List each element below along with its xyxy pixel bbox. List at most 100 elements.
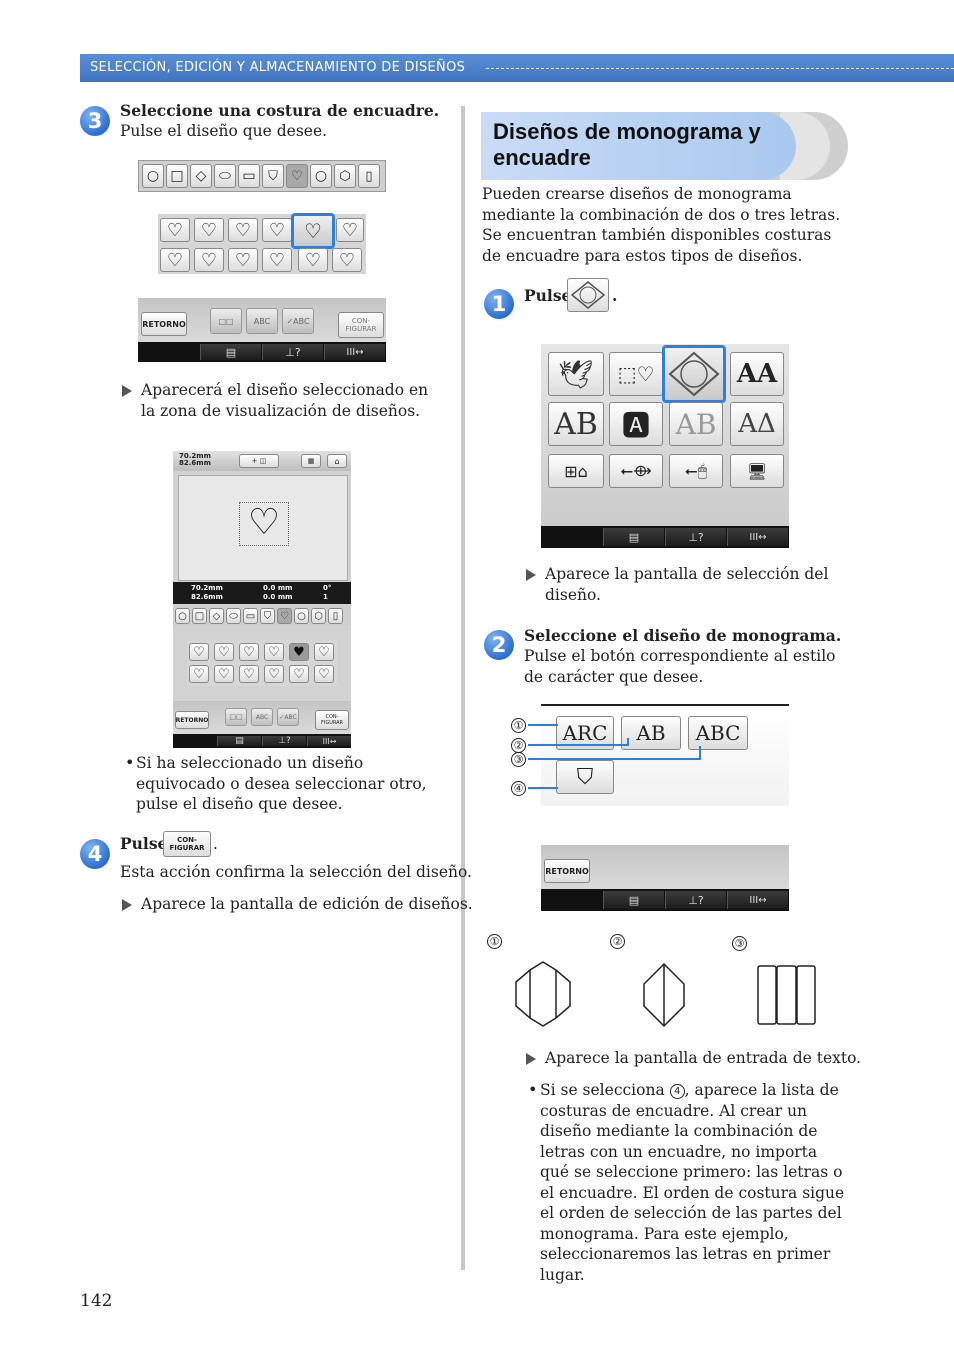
frame-style-4-button[interactable]: ⛉ [556, 760, 614, 794]
abc-button-small[interactable]: ABC [251, 708, 273, 726]
configurar-button-small[interactable]: CON- FIGURAR [315, 710, 349, 730]
heart-frame-7[interactable]: ♡ [160, 248, 190, 272]
thread-icon-small[interactable]: ⅠⅠⅠ↔ [307, 736, 351, 746]
abc-button[interactable]: ABC [246, 308, 278, 334]
view-button[interactable]: ▦ [301, 454, 321, 468]
tall-rect-shape-button[interactable]: ▯ [358, 164, 380, 188]
small-tallrect-button[interactable]: ▯ [328, 608, 343, 624]
document-icon-3[interactable]: ▤ [603, 528, 664, 546]
small-heart-7[interactable]: ♡ [189, 665, 209, 683]
heart-frame-9[interactable]: ♡ [228, 248, 258, 272]
home-icon[interactable]: ⌂ [327, 454, 347, 468]
diagram-label-2: ② [610, 934, 625, 949]
monogram-inline-button[interactable] [567, 278, 609, 312]
letters-aa-button[interactable]: AA [730, 352, 784, 396]
circle2-shape-button[interactable]: ○ [310, 164, 332, 188]
frame-design-button[interactable]: ⬚♡ [609, 352, 663, 396]
small-heart-5-selected[interactable]: ♥ [289, 643, 309, 661]
document-icon-small[interactable]: ▤ [217, 736, 261, 746]
small-heart-6[interactable]: ♡ [314, 643, 334, 661]
machine-memory-button[interactable]: ⊞⌂ [548, 454, 604, 488]
abc-check-small[interactable]: ✓ABC [277, 708, 299, 726]
callout-line-1 [528, 724, 558, 726]
help-icon-3[interactable]: ⊥? [665, 528, 726, 546]
small-heart-12[interactable]: ♡ [314, 665, 334, 683]
configurar-inline-button[interactable]: CON- FIGURAR [163, 831, 211, 857]
small-heart-1[interactable]: ♡ [189, 643, 209, 661]
heart-frame-3[interactable]: ♡ [228, 218, 258, 242]
design-canvas[interactable]: ♡ [178, 475, 348, 581]
help-icon-4[interactable]: ⊥? [665, 891, 726, 909]
small-heart-8[interactable]: ♡ [214, 665, 234, 683]
bullet-2-num: 4 [669, 1084, 685, 1099]
heart-shape-button[interactable]: ♡ [286, 164, 308, 188]
small-hexagon-button[interactable]: ⬡ [311, 608, 326, 624]
diamond-shape-button[interactable]: ◇ [190, 164, 212, 188]
heart-frame-1[interactable]: ♡ [160, 218, 190, 242]
heart-frame-11[interactable]: ♡ [298, 248, 328, 272]
retorno-button-3[interactable]: RETORNO [544, 859, 590, 883]
small-circle2-button[interactable]: ○ [294, 608, 309, 624]
monogram-style-1-button[interactable]: ARC [556, 716, 614, 750]
ornate-a-button[interactable]: 🅰 [609, 402, 663, 446]
help-icon[interactable]: ⊥? [262, 344, 323, 360]
heart-frame-6[interactable]: ♡ [336, 218, 364, 242]
abc-check-button[interactable]: ✓ABC [282, 308, 314, 334]
small-circle-button[interactable]: ○ [175, 608, 190, 624]
circle-shape-button[interactable]: ○ [142, 164, 164, 188]
small-heart-button[interactable]: ♡ [277, 608, 292, 624]
step-1-badge: 1 [484, 289, 514, 319]
thread-icon-3[interactable]: ⅠⅠⅠ↔ [727, 528, 788, 546]
small-square-button[interactable]: □ [192, 608, 207, 624]
heart-frame-4[interactable]: ♡ [262, 218, 292, 242]
retorno-button[interactable]: RETORNO [141, 312, 187, 336]
small-heart-9[interactable]: ♡ [239, 665, 259, 683]
chapter-header-title: SELECCIÓN, EDICIÓN Y ALMACENAMIENTO DE D… [90, 60, 466, 75]
step-2-badge: 2 [484, 630, 514, 660]
usb-button[interactable]: ⭠⟴ [609, 454, 663, 488]
step-3-title: Seleccione una costura de encuadre. [120, 101, 440, 120]
retorno-button-small[interactable]: RETORNO [175, 711, 209, 729]
small-shield-button[interactable]: ⛉ [260, 608, 275, 624]
zoom-button[interactable]: + ◫ [239, 454, 279, 468]
small-heart-10[interactable]: ♡ [264, 665, 284, 683]
heart-frame-8[interactable]: ♡ [194, 248, 224, 272]
heart-frame-10[interactable]: ♡ [262, 248, 292, 272]
frame-toggle-button[interactable]: □□ [210, 308, 242, 334]
help-icon-small[interactable]: ⊥? [262, 736, 306, 746]
small-rect-button[interactable]: ▭ [243, 608, 258, 624]
thread-spacing-icon[interactable]: ⅠⅠⅠ↔ [324, 344, 385, 360]
heart-frame-12[interactable]: ♡ [332, 248, 362, 272]
step-4-period: . [213, 835, 218, 853]
document-icon-4[interactable]: ▤ [603, 891, 664, 909]
letters-adelta-button[interactable]: AΔ [730, 402, 784, 446]
document-icon[interactable]: ▤ [200, 344, 261, 360]
computer-usb-button[interactable]: 🖥 [730, 454, 784, 488]
monogram-category-button-selected[interactable] [663, 346, 725, 402]
oval-shape-button[interactable]: ⬭ [214, 164, 236, 188]
frame-shape-toolbar: ○ □ ◇ ⬭ ▭ ⛉ ♡ ○ ⬡ ▯ [138, 160, 386, 192]
small-heart-4[interactable]: ♡ [264, 643, 284, 661]
frame-toggle-small[interactable]: □□ [225, 708, 247, 726]
outline-ab-button[interactable]: AB [669, 402, 723, 446]
small-heart-3[interactable]: ♡ [239, 643, 259, 661]
heart-frame-2[interactable]: ♡ [194, 218, 224, 242]
small-diamond-button[interactable]: ◇ [209, 608, 224, 624]
small-heart-2[interactable]: ♡ [214, 643, 234, 661]
shield-shape-button[interactable]: ⛉ [262, 164, 284, 188]
usb-mouse-button[interactable]: ⭠🖱 [669, 454, 723, 488]
small-oval-button[interactable]: ⬭ [226, 608, 241, 624]
thread-icon-4[interactable]: ⅠⅠⅠ↔ [727, 891, 788, 909]
small-heart-11[interactable]: ♡ [289, 665, 309, 683]
monogram-style-3-button[interactable]: ABC [688, 716, 748, 750]
hexagon-shape-button[interactable]: ⬡ [334, 164, 356, 188]
rectangle-shape-button[interactable]: ▭ [238, 164, 260, 188]
square-shape-button[interactable]: □ [166, 164, 188, 188]
monogram-style-2-button[interactable]: AB [621, 716, 681, 750]
configurar-button[interactable]: CON- FIGURAR [338, 312, 384, 338]
letters-ab-button[interactable]: AB [548, 402, 604, 446]
heart-frame-5-selected[interactable]: ♡ [292, 214, 334, 248]
status-bar-2: ▤ ⊥? ⅠⅠⅠ↔ [173, 734, 351, 748]
bird-design-button[interactable]: 🕊 [548, 352, 604, 396]
